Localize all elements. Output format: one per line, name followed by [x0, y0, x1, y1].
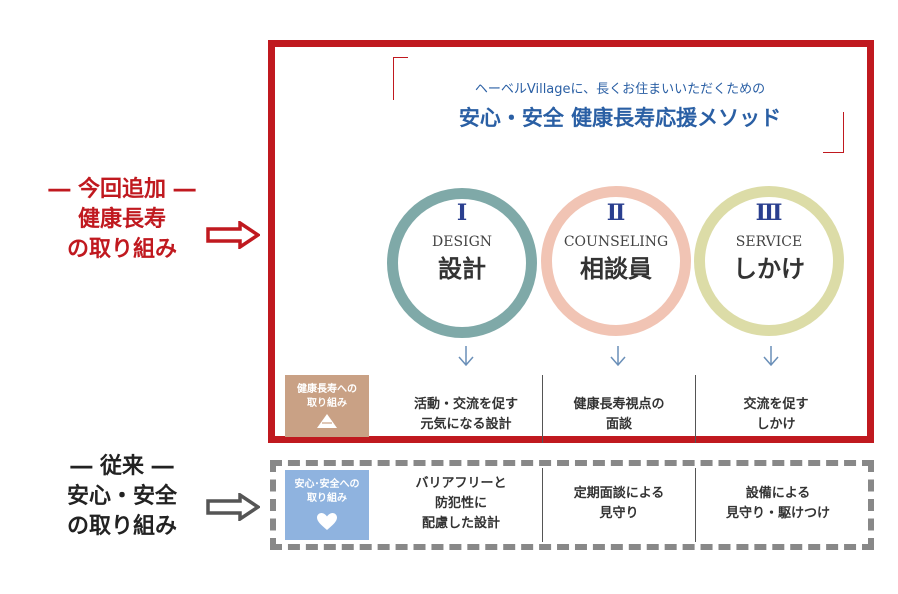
heart-icon: [317, 513, 337, 530]
red-right-arrow-icon: [206, 221, 260, 249]
existing-initiatives-frame: [270, 460, 874, 550]
new-tag-line2: 取り組み: [307, 398, 347, 409]
gray-right-arrow-icon: [206, 493, 260, 521]
down-arrow-icon: [598, 344, 638, 373]
old-service-line1: 設備による: [745, 486, 811, 501]
counseling-numeral: Ⅱ: [606, 200, 626, 226]
cell-divider: [695, 375, 696, 443]
old-counseling-line1: 定期面談による: [573, 486, 665, 501]
down-arrow-icon: [751, 344, 791, 373]
cell-divider: [542, 468, 543, 542]
design-circle: [387, 188, 537, 338]
counseling-en-label: COUNSELING: [563, 234, 669, 250]
new-tag-line1: 健康長寿への: [297, 384, 357, 395]
new-initiative-label: ― 今回追加 ― 健康長寿 の取り組み: [8, 175, 236, 265]
counseling-circle: [541, 186, 691, 336]
new-service-line1: 交流を促す: [743, 397, 809, 412]
new-design-cell: 活動・交流を促す 元気になる設計: [390, 395, 542, 435]
new-label-line3: の取り組み: [66, 237, 177, 262]
old-label-line3: の取り組み: [66, 514, 177, 539]
old-tag-line2: 取り組み: [307, 493, 347, 504]
old-label-line2: 安心・安全: [66, 484, 177, 509]
service-en-label: SERVICE: [735, 234, 803, 250]
design-numeral: Ⅰ: [456, 200, 468, 226]
old-label-line1: ― 従来 ―: [70, 454, 174, 479]
service-jp-label: しかけ: [733, 255, 805, 283]
old-counseling-cell: 定期面談による 見守り: [543, 484, 695, 524]
new-design-line2: 元気になる設計: [420, 417, 512, 432]
existing-initiative-label: ― 従来 ― 安心・安全 の取り組み: [8, 452, 236, 542]
design-en-label: DESIGN: [432, 234, 492, 250]
header-bracket-top-left: [393, 57, 408, 100]
new-initiatives-frame: [268, 40, 874, 443]
header-bracket-bottom-right: [823, 112, 844, 153]
header-subtitle: ヘーベルVillageに、長くお住まいいただくための: [474, 82, 766, 97]
cell-divider: [695, 468, 696, 542]
header-title: 安心・安全 健康長寿応援メソッド: [458, 106, 782, 130]
old-service-cell: 設備による 見守り・駆けつけ: [696, 484, 860, 524]
service-numeral: Ⅲ: [755, 200, 783, 226]
new-service-line2: しかけ: [756, 417, 796, 432]
service-circle-text: Ⅲ SERVICE しかけ: [694, 200, 844, 284]
old-service-line2: 見守り・駆けつけ: [725, 506, 830, 521]
old-design-line1: バリアフリーと: [415, 476, 507, 491]
service-circle: [694, 186, 844, 336]
new-service-cell: 交流を促す しかけ: [696, 395, 856, 435]
new-design-line1: 活動・交流を促す: [413, 397, 518, 412]
new-label-line2: 健康長寿: [77, 207, 166, 232]
design-jp-label: 設計: [438, 255, 486, 283]
new-counseling-line1: 健康長寿視点の: [573, 397, 665, 412]
new-label-line1: ― 今回追加 ―: [48, 177, 196, 202]
existing-initiative-tag: 安心･安全への 取り組み: [285, 470, 369, 540]
old-counseling-line2: 見守り: [599, 506, 639, 521]
new-counseling-cell: 健康長寿視点の 面談: [543, 395, 695, 435]
triangle-icon: [317, 414, 337, 428]
design-circle-text: Ⅰ DESIGN 設計: [387, 200, 537, 284]
counseling-circle-text: Ⅱ COUNSELING 相談員: [541, 200, 691, 284]
old-design-line2: 防犯性に: [434, 496, 487, 511]
old-tag-line1: 安心･安全への: [294, 479, 360, 490]
new-counseling-line2: 面談: [605, 417, 632, 432]
counseling-jp-label: 相談員: [580, 255, 652, 283]
down-arrow-icon: [446, 344, 486, 373]
old-design-line3: 配慮した設計: [421, 516, 500, 531]
cell-divider: [542, 375, 543, 443]
new-initiative-tag: 健康長寿への 取り組み: [285, 375, 369, 437]
old-design-cell: バリアフリーと 防犯性に 配慮した設計: [380, 474, 542, 534]
